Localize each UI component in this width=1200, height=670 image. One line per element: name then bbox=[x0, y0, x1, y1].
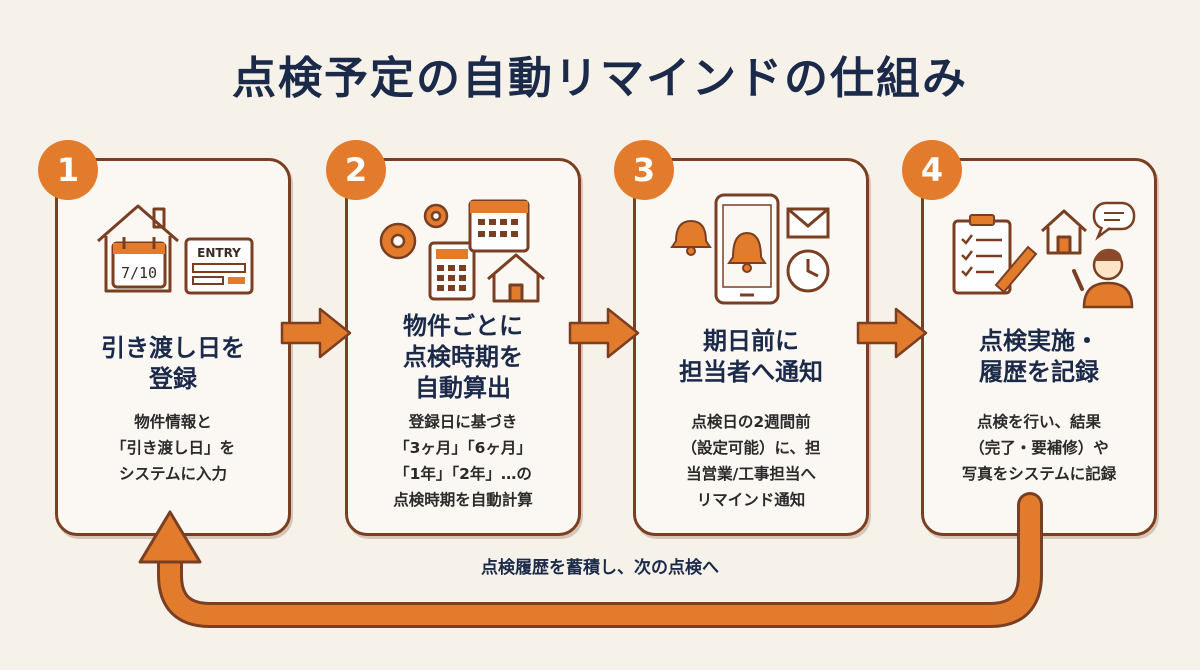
clock-icon bbox=[786, 249, 830, 293]
speech-bubble-icon bbox=[1092, 201, 1136, 241]
step-1-title: 引き渡し日を 登録 bbox=[101, 334, 245, 393]
calendar-icon: 7/10 bbox=[111, 237, 167, 289]
step-1-icons: 7/10 ENTRY bbox=[58, 181, 288, 311]
step-2-icons bbox=[348, 181, 578, 311]
loop-label: 点検履歴を蓄積し、次の点検へ bbox=[481, 558, 719, 578]
step-card-3: 期日前に 担当者へ通知 点検日の2週間前 （設定可能）に、担 当営業/工事担当へ… bbox=[633, 158, 869, 536]
step-badge-1: 1 bbox=[38, 140, 98, 200]
svg-text:ENTRY: ENTRY bbox=[197, 246, 241, 260]
step-3-icons bbox=[636, 181, 866, 311]
form-icon: ENTRY bbox=[184, 237, 254, 295]
step-1-description: 物件情報と 「引き渡し日」を システムに入力 bbox=[110, 413, 235, 483]
page-title: 点検予定の自動リマインドの仕組み bbox=[232, 53, 968, 104]
step-3-title: 期日前に 担当者へ通知 bbox=[679, 327, 823, 386]
step-4-icons bbox=[924, 181, 1154, 311]
step-badge-3: 3 bbox=[614, 140, 674, 200]
mail-icon bbox=[786, 207, 830, 239]
clipboard-icon bbox=[952, 214, 1012, 295]
bell-icon bbox=[727, 231, 767, 273]
bell-icon bbox=[670, 219, 712, 256]
arrow-right-1 bbox=[280, 307, 352, 359]
step-4-title: 点検実施・ 履歴を記録 bbox=[979, 327, 1099, 386]
step-4-description: 点検を行い、結果 （完了・要補修）や 写真をシステムに記録 bbox=[961, 413, 1117, 483]
house-icon bbox=[97, 204, 179, 293]
arrow-right-3 bbox=[856, 307, 928, 359]
step-card-1: 7/10 ENTRY 引き渡し日を 登録 物件情報と 「引き渡し日」を システム… bbox=[55, 158, 291, 536]
person-icon bbox=[1072, 248, 1134, 309]
calculator-icon bbox=[428, 241, 476, 301]
house-icon bbox=[1040, 209, 1088, 255]
step-badge-2: 2 bbox=[326, 140, 386, 200]
step-card-2: 物件ごとに 点検時期を 自動算出 登録日に基づき 「3ヶ月」「6ヶ月」 「1年」… bbox=[345, 158, 581, 536]
step-3-description: 点検日の2週間前 （設定可能）に、担 当営業/工事担当へ リマインド通知 bbox=[681, 413, 821, 509]
svg-text:7/10: 7/10 bbox=[121, 264, 157, 282]
house-icon bbox=[487, 253, 545, 303]
pencil-icon bbox=[994, 245, 1038, 294]
calendar-icon bbox=[468, 199, 530, 253]
gear-icon bbox=[379, 203, 449, 260]
arrow-right-2 bbox=[568, 307, 640, 359]
step-card-4: 点検実施・ 履歴を記録 点検を行い、結果 （完了・要補修）や 写真をシステムに記… bbox=[921, 158, 1157, 536]
smartphone-icon bbox=[714, 193, 780, 305]
step-badge-4: 4 bbox=[902, 140, 962, 200]
step-2-description: 登録日に基づき 「3ヶ月」「6ヶ月」 「1年」「2年」…の 点検時期を自動計算 bbox=[393, 413, 533, 509]
step-2-title: 物件ごとに 点検時期を 自動算出 bbox=[403, 312, 523, 402]
